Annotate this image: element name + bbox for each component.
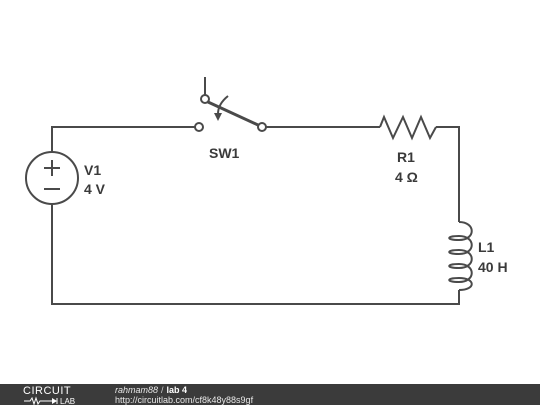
switch-action-arrowhead (214, 113, 222, 121)
l1-value-label: 40 H (478, 259, 508, 275)
r1-name-label: R1 (397, 149, 415, 165)
logo-diode-icon (52, 398, 57, 404)
switch-right-terminal (257, 122, 267, 132)
inductor-l1[interactable] (448, 221, 473, 291)
resistor-r1[interactable] (379, 114, 437, 141)
logo-resistor-icon (24, 396, 46, 405)
circuit-url[interactable]: http://circuitlab.com/cf8k48y88s9gf (115, 395, 254, 405)
wire-top-left (51, 126, 197, 152)
switch-left-terminal (194, 122, 204, 132)
switch-action-arc (217, 95, 229, 115)
voltage-source-v1[interactable] (25, 151, 79, 205)
wire-bottom (51, 204, 460, 305)
circuit-schematic: V1 4 V SW1 R1 4 Ω L1 40 H (25, 77, 508, 305)
footer-title-line: rahmam88/lab 4 (115, 385, 187, 395)
logo-text-top: CIRCUIT (23, 385, 71, 397)
wire-resistor-to-inductor (436, 126, 460, 222)
v1-value-label: 4 V (84, 181, 106, 197)
logo-text-bottom: LAB (60, 397, 75, 405)
voltage-source-circle (25, 151, 79, 205)
switch-blade (207, 100, 259, 127)
r1-value-label: 4 Ω (395, 169, 418, 185)
footer-bar: CIRCUIT LAB rahmam88/lab 4 http://circui… (0, 384, 540, 405)
author-name[interactable]: rahmam88 (115, 385, 159, 395)
circuit-title[interactable]: lab 4 (166, 385, 188, 395)
circuitlab-logo[interactable]: CIRCUIT LAB (22, 384, 94, 405)
inductor-coils (448, 221, 473, 291)
l1-name-label: L1 (478, 239, 495, 255)
switch-sw1[interactable] (194, 77, 267, 132)
resistor-zigzag (379, 114, 437, 141)
sw1-name-label: SW1 (209, 145, 240, 161)
wires (51, 126, 460, 305)
v1-name-label: V1 (84, 162, 101, 178)
switch-pivot (200, 94, 210, 104)
title-separator: / (161, 385, 164, 395)
